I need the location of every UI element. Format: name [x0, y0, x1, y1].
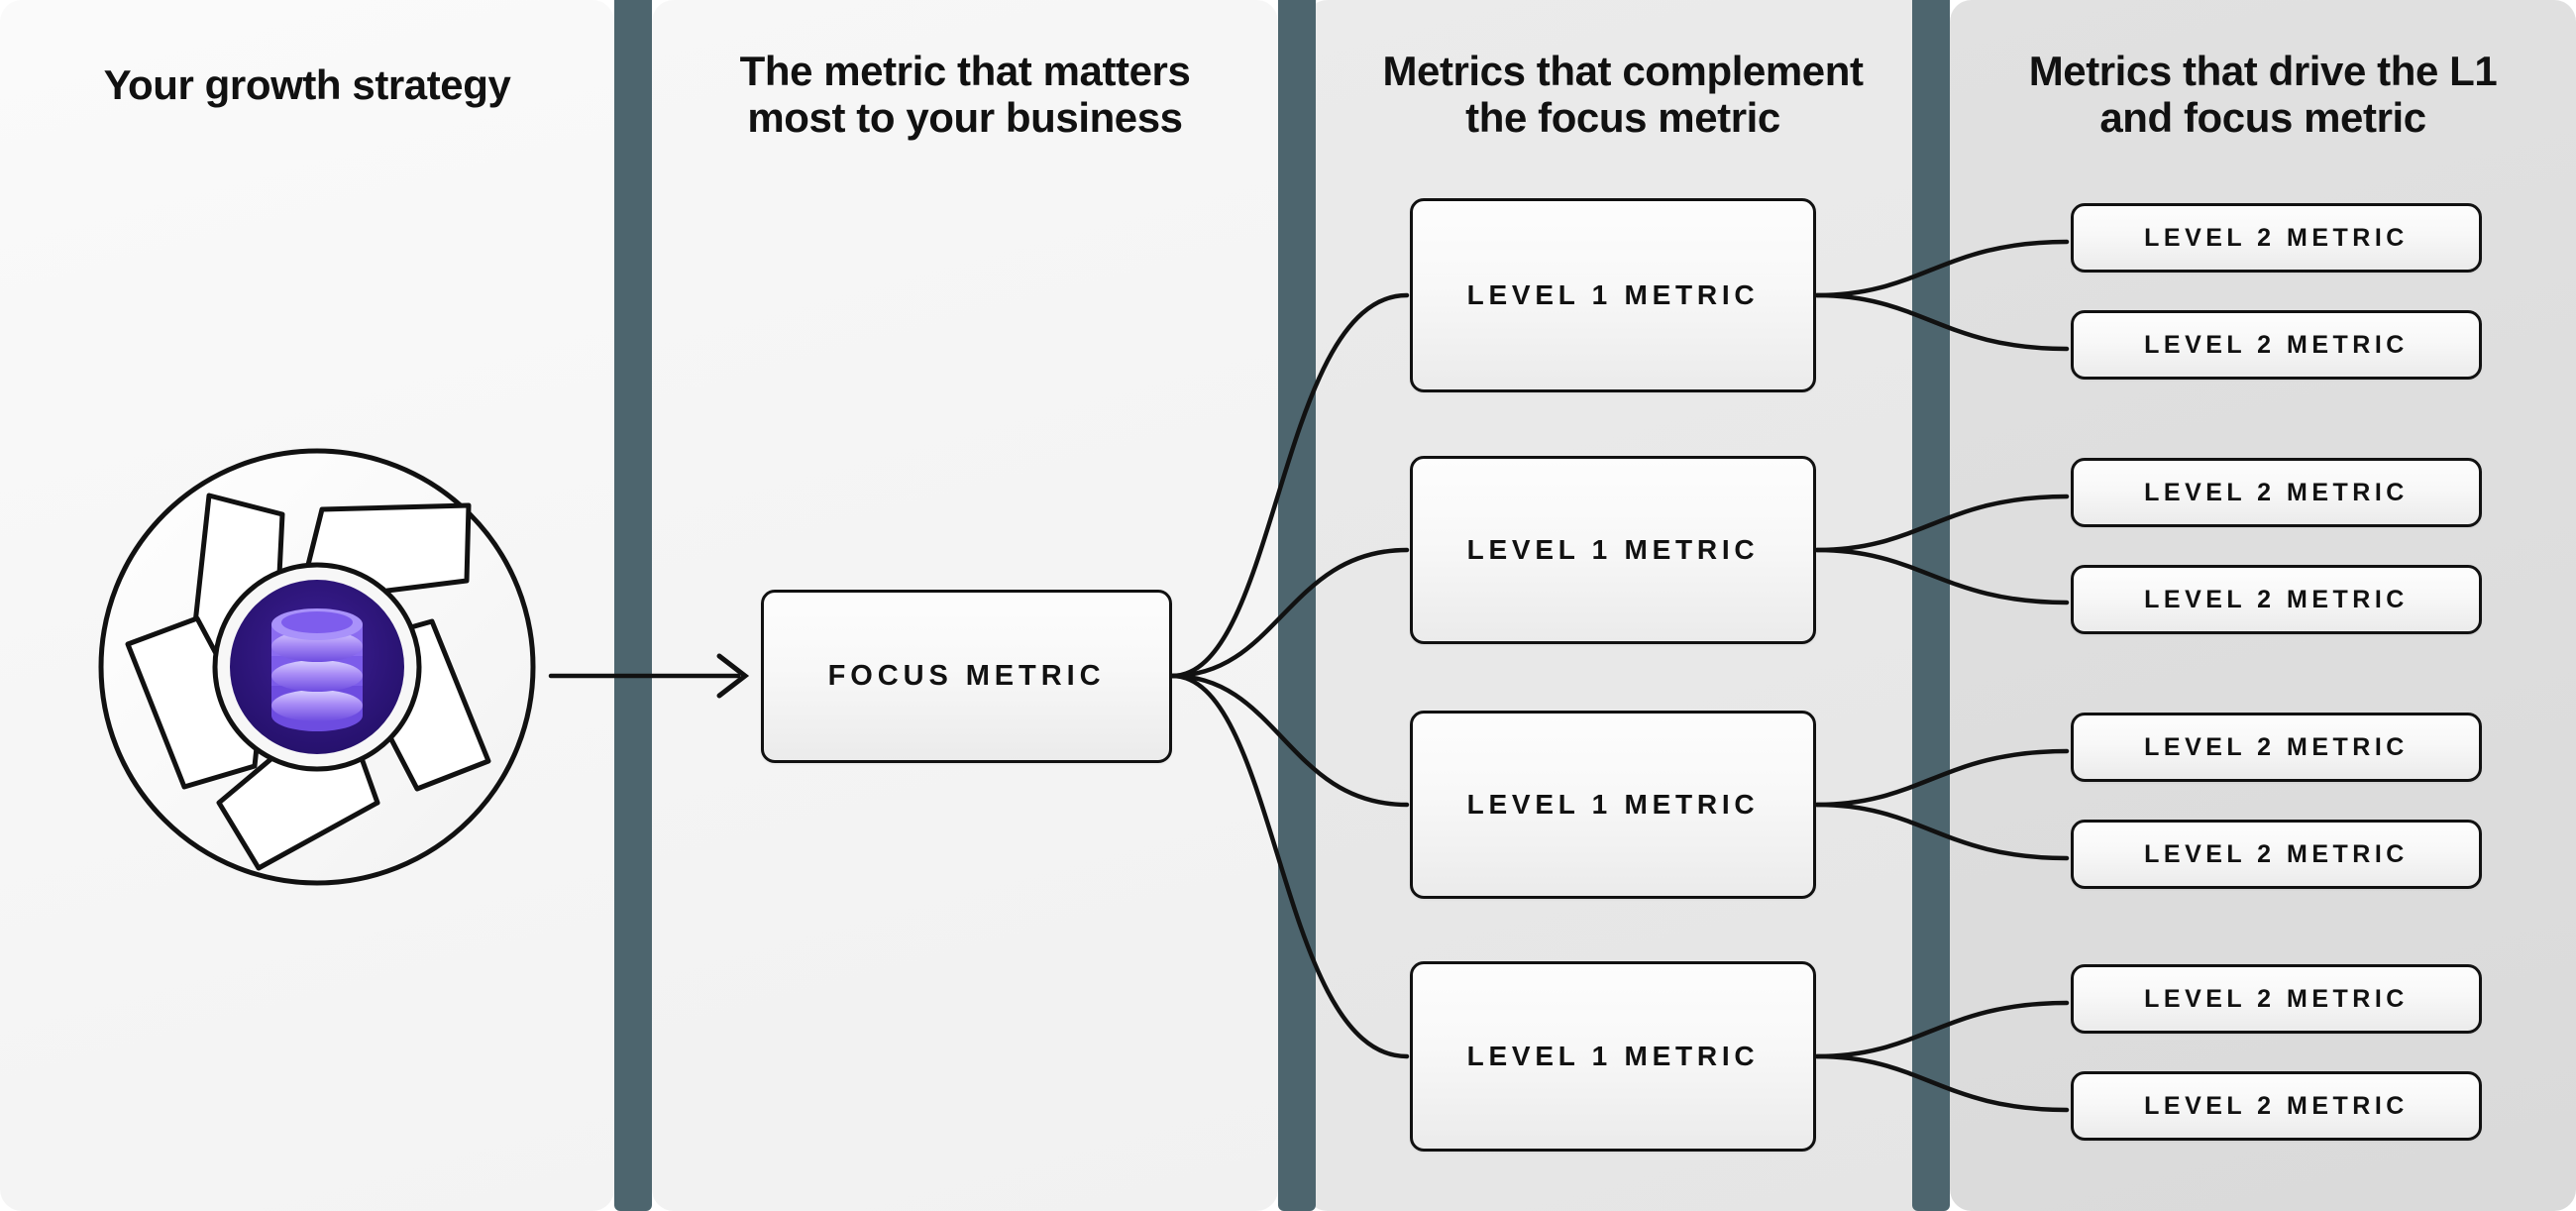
- level2-metric-label: LEVEL 2 METRIC: [2144, 1091, 2409, 1120]
- level2-metric-label: LEVEL 2 METRIC: [2144, 839, 2409, 868]
- column-separator-3: [1912, 0, 1950, 1211]
- column-heading-focus: The metric that matters most to your bus…: [739, 48, 1191, 142]
- level2-metric-label: LEVEL 2 METRIC: [2144, 478, 2409, 506]
- column-heading-level2: Metrics that drive the L1 and focus metr…: [2028, 48, 2498, 142]
- level1-metric-label: LEVEL 1 METRIC: [1466, 279, 1760, 310]
- level1-metric-label: LEVEL 1 METRIC: [1466, 789, 1760, 820]
- column-separator-1: [614, 0, 652, 1211]
- level2-metric-box[interactable]: LEVEL 2 METRIC: [2071, 310, 2482, 380]
- level2-metric-box[interactable]: LEVEL 2 METRIC: [2071, 713, 2482, 782]
- column-separator-2: [1278, 0, 1316, 1211]
- level2-metric-label: LEVEL 2 METRIC: [2144, 223, 2409, 252]
- level2-metric-box[interactable]: LEVEL 2 METRIC: [2071, 964, 2482, 1034]
- level2-metric-label: LEVEL 2 METRIC: [2144, 732, 2409, 761]
- level2-metric-box[interactable]: LEVEL 2 METRIC: [2071, 820, 2482, 889]
- level2-metric-label: LEVEL 2 METRIC: [2144, 984, 2409, 1013]
- level1-metric-label: LEVEL 1 METRIC: [1466, 534, 1760, 565]
- level2-metric-box[interactable]: LEVEL 2 METRIC: [2071, 458, 2482, 527]
- level2-metric-label: LEVEL 2 METRIC: [2144, 585, 2409, 613]
- level2-metric-box[interactable]: LEVEL 2 METRIC: [2071, 1071, 2482, 1141]
- focus-metric-box[interactable]: FOCUS METRIC: [761, 590, 1172, 763]
- level1-metric-box[interactable]: LEVEL 1 METRIC: [1410, 198, 1816, 392]
- level2-metric-box[interactable]: LEVEL 2 METRIC: [2071, 203, 2482, 273]
- column-heading-strategy: Your growth strategy: [103, 61, 511, 108]
- level2-metric-label: LEVEL 2 METRIC: [2144, 330, 2409, 359]
- focus-metric-label: FOCUS METRIC: [827, 660, 1106, 692]
- growth-strategy-emblem: [98, 448, 536, 886]
- database-icon: [271, 608, 363, 731]
- level1-metric-box[interactable]: LEVEL 1 METRIC: [1410, 961, 1816, 1152]
- column-heading-level1: Metrics that complement the focus metric: [1382, 48, 1864, 142]
- level1-metric-box[interactable]: LEVEL 1 METRIC: [1410, 456, 1816, 644]
- level2-metric-box[interactable]: LEVEL 2 METRIC: [2071, 565, 2482, 634]
- level1-metric-box[interactable]: LEVEL 1 METRIC: [1410, 711, 1816, 899]
- level1-metric-label: LEVEL 1 METRIC: [1466, 1041, 1760, 1071]
